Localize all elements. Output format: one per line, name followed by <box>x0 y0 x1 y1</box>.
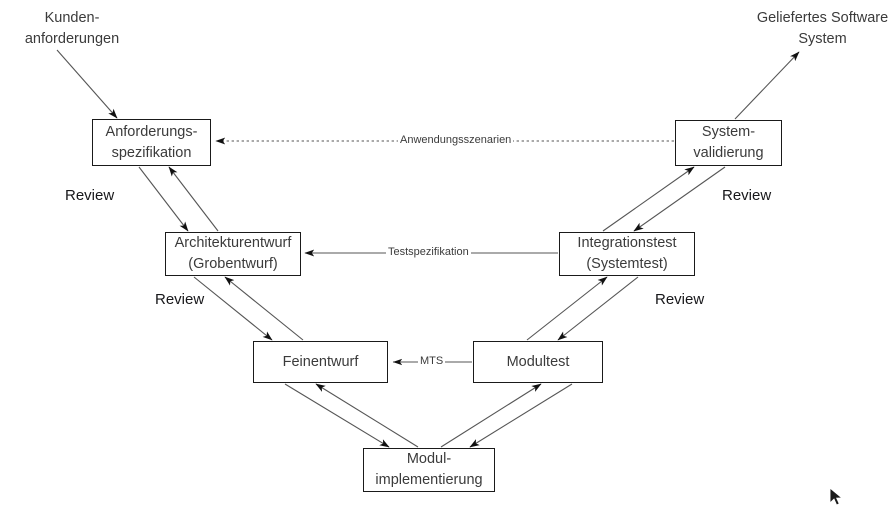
node-systemvalidierung-line2: validierung <box>693 145 764 161</box>
edge-modultest-to-modulimplementierung <box>469 383 573 448</box>
node-architekturentwurf-line1: Architekturentwurf <box>174 235 292 252</box>
label-anwendungsszenarien: Anwendungsszenarien <box>398 134 514 146</box>
node-systemvalidierung[interactable]: System- validierung <box>675 120 782 166</box>
node-modultest-line1: Modultest <box>506 353 570 370</box>
label-geliefertes-software-system: Geliefertes Software System <box>753 8 892 50</box>
label-kundenanforderungen-line2: anforderungen <box>24 31 120 48</box>
label-geliefertes-software-system-line2: System <box>798 31 847 48</box>
edge-modulimplementierung-to-feinentwurf <box>315 383 419 448</box>
node-modultest[interactable]: Modultest <box>473 341 603 383</box>
label-kundenanforderungen: Kunden- anforderungen <box>12 8 132 50</box>
edge-systemvalidierung-to-output <box>734 51 800 120</box>
node-architekturentwurf[interactable]: Architekturentwurf (Grobentwurf) <box>165 232 301 276</box>
label-review-top-left: Review <box>65 187 115 204</box>
edge-feinentwurf-to-architekturentwurf <box>224 276 304 341</box>
edge-input-to-anforderungsspezifikation <box>56 49 118 119</box>
node-integrationstest-line2: (Systemtest) <box>586 256 668 272</box>
label-kundenanforderungen-line1: Kunden- <box>44 10 100 26</box>
label-review-mid-right: Review <box>655 291 705 308</box>
edge-architekturentwurf-to-feinentwurf <box>193 276 273 341</box>
label-mts: MTS <box>418 355 446 367</box>
edge-architekturentwurf-to-anforderungsspezifikation <box>168 166 219 232</box>
node-anforderungsspezifikation-line2: spezifikation <box>111 144 192 161</box>
edge-integrationstest-to-systemvalidierung <box>602 166 695 232</box>
label-testspezifikation: Testspezifikation <box>386 246 471 258</box>
node-modulimplementierung-line1: Modul- <box>406 451 452 468</box>
edge-anforderungsspezifikation-to-architekturentwurf <box>138 166 189 232</box>
edge-systemvalidierung-to-integrationstest <box>633 166 726 232</box>
node-architekturentwurf-line2: (Grobentwurf) <box>188 256 278 272</box>
node-feinentwurf[interactable]: Feinentwurf <box>253 341 388 383</box>
node-anforderungsspezifikation-line1: Anforderungs- <box>105 123 198 140</box>
node-systemvalidierung-line1: System- <box>701 124 756 141</box>
label-review-top-right: Review <box>722 187 772 204</box>
node-modulimplementierung-line2: implementierung <box>375 472 483 488</box>
edge-feinentwurf-to-modulimplementierung <box>284 383 390 448</box>
node-integrationstest-line1: Integrationstest <box>577 235 677 252</box>
node-anforderungsspezifikation[interactable]: Anforderungs- spezifikation <box>92 119 211 166</box>
node-modulimplementierung[interactable]: Modul- implementierung <box>363 448 495 492</box>
label-geliefertes-software-system-line1: Geliefertes Software <box>756 10 889 26</box>
node-integrationstest[interactable]: Integrationstest (Systemtest) <box>559 232 695 276</box>
edge-modultest-to-integrationstest <box>526 276 608 341</box>
label-review-mid-left: Review <box>155 291 205 308</box>
node-feinentwurf-line1: Feinentwurf <box>282 353 359 370</box>
edge-modulimplementierung-to-modultest <box>440 383 542 448</box>
edge-integrationstest-to-modultest <box>557 276 639 341</box>
